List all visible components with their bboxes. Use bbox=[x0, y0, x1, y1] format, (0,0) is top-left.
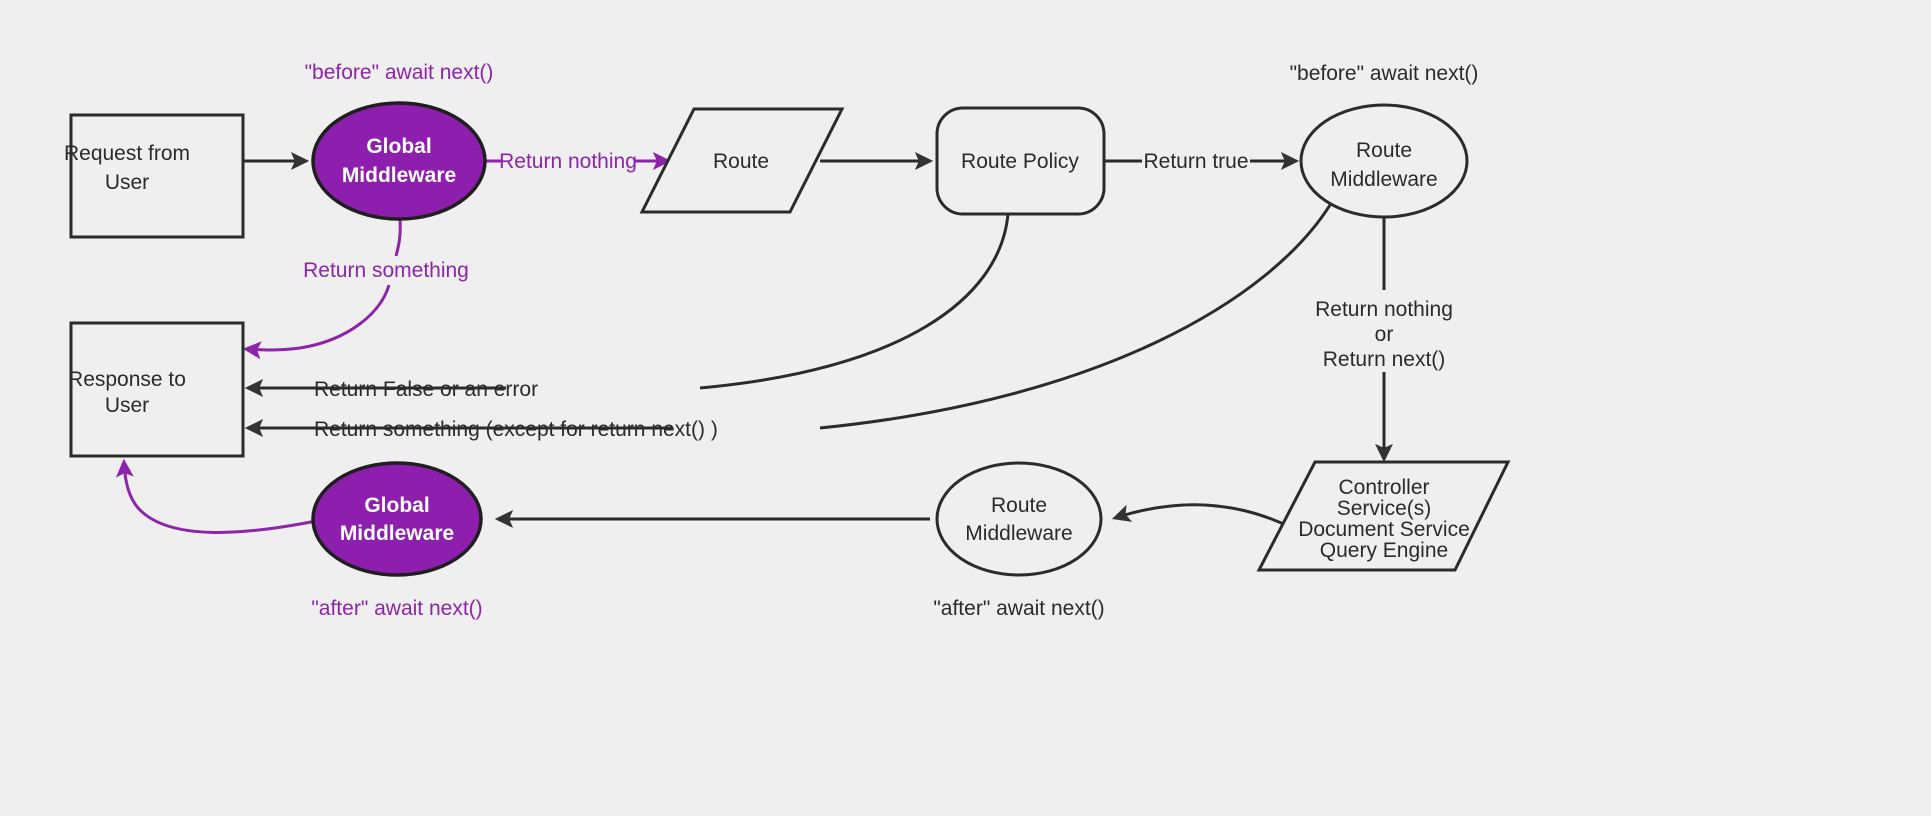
node-controller-services-label-line4: Query Engine bbox=[1320, 539, 1448, 562]
node-global-middleware-before-label-line2: Middleware bbox=[342, 164, 456, 187]
edge-route-policy-to-response-curve bbox=[699, 213, 1010, 390]
edge-global-middleware-return-something-top bbox=[394, 218, 402, 257]
node-route-middleware-before-label-line2: Middleware bbox=[1330, 168, 1437, 191]
node-controller-services[interactable] bbox=[1256, 460, 1511, 572]
node-global-middleware-after-label-line2: Middleware bbox=[340, 522, 454, 545]
node-route-middleware-before-label-line1: Route bbox=[1356, 139, 1412, 162]
edge-label-return-nothing-or-next-line1: Return nothing bbox=[1315, 298, 1453, 321]
node-response-to-user-label-line2: User bbox=[105, 394, 149, 417]
node-route-middleware-after[interactable] bbox=[935, 461, 1103, 577]
node-route-policy[interactable] bbox=[935, 106, 1106, 216]
node-request-from-user-label-line1: Request from bbox=[64, 142, 190, 165]
edge-label-return-something-except-next: Return something (except for return next… bbox=[314, 418, 718, 441]
node-request-from-user[interactable] bbox=[69, 113, 245, 239]
edge-label-return-something-global: Return something bbox=[303, 259, 469, 282]
edge-label-return-false-or-error: Return False or an error bbox=[314, 378, 538, 401]
annotation-before-global-middleware: "before" await next() bbox=[305, 61, 494, 84]
edge-label-return-nothing-global: Return nothing bbox=[499, 150, 637, 173]
node-route-label: Route bbox=[713, 150, 769, 173]
edge-label-return-nothing-or-next-line2: or bbox=[1375, 323, 1394, 346]
annotation-before-route-middleware: "before" await next() bbox=[1290, 62, 1479, 85]
edge-controller-to-route-middleware-after bbox=[1111, 503, 1291, 529]
node-response-to-user-label-line1: Response to bbox=[68, 368, 186, 391]
node-route-middleware-after-label-line1: Route bbox=[991, 494, 1047, 517]
node-route[interactable] bbox=[639, 107, 845, 214]
node-request-from-user-label-line2: User bbox=[105, 171, 149, 194]
edge-global-middleware-after-to-response bbox=[115, 458, 317, 534]
node-response-to-user[interactable] bbox=[69, 321, 245, 458]
edge-global-middleware-return-something-bottom bbox=[242, 284, 391, 360]
node-controller-services-label-line3: Document Service bbox=[1298, 518, 1470, 541]
node-global-middleware-before[interactable] bbox=[311, 101, 487, 221]
node-route-middleware-after-label-line2: Middleware bbox=[965, 522, 1072, 545]
node-global-middleware-before-label-line1: Global bbox=[366, 135, 431, 158]
node-controller-services-label-line1: Controller bbox=[1338, 476, 1429, 499]
annotation-after-global-middleware: "after" await next() bbox=[311, 597, 482, 620]
edge-label-return-nothing-or-next-line3: Return next() bbox=[1323, 348, 1446, 371]
edge-label-return-true: Return true bbox=[1143, 150, 1248, 173]
node-route-policy-label: Route Policy bbox=[961, 150, 1079, 173]
node-global-middleware-after[interactable] bbox=[311, 461, 483, 577]
node-route-middleware-before[interactable] bbox=[1299, 103, 1469, 219]
annotation-after-route-middleware: "after" await next() bbox=[933, 597, 1104, 620]
node-global-middleware-after-label-line1: Global bbox=[364, 494, 429, 517]
node-controller-services-label-line2: Service(s) bbox=[1337, 497, 1432, 520]
edge-route-middleware-to-response-curve bbox=[819, 204, 1332, 430]
